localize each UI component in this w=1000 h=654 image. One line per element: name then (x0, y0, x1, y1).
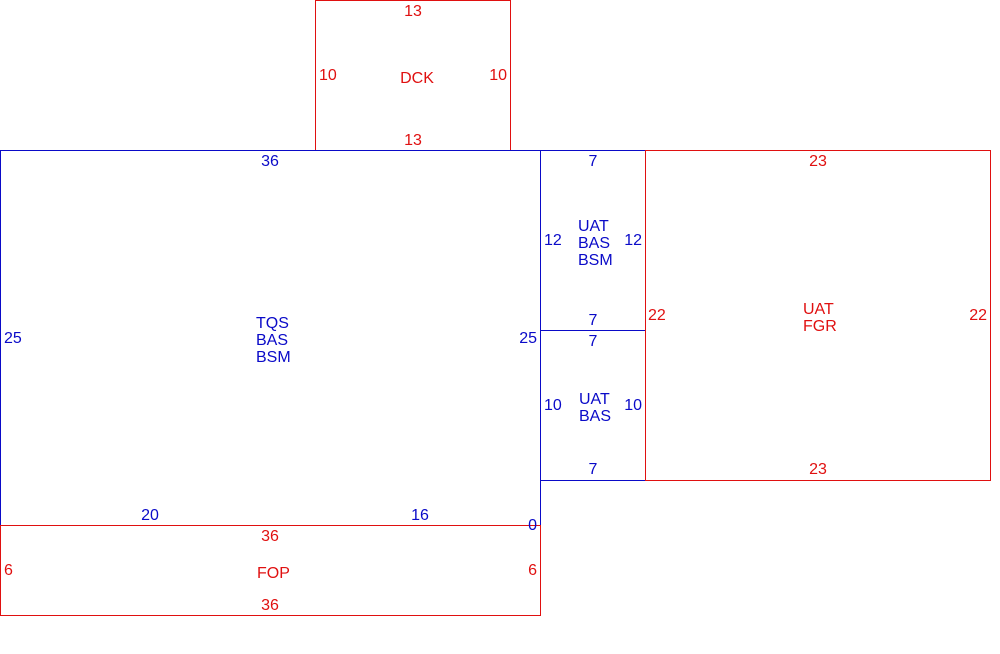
tqs-dim-right: 25 (519, 330, 537, 347)
uat-fgr-dim-right: 22 (969, 307, 987, 324)
tqs-dim-left: 25 (4, 330, 22, 347)
tqs-label-line-3: BSM (256, 349, 291, 366)
fop-dim-right: 6 (528, 562, 537, 579)
uat-fgr-dim-bottom: 23 (809, 461, 827, 478)
uat-bas-bsm-label-line-3: BSM (578, 252, 613, 269)
room-uat-bas: 7 10 10 7 UAT BAS (540, 330, 646, 481)
uat-fgr-dim-left: 22 (648, 307, 666, 324)
fop-label: FOP (257, 565, 290, 582)
uat-bas-bsm-dim-bottom: 7 (589, 312, 598, 329)
tqs-dim-bottom-right: 16 (411, 507, 429, 524)
room-uat-fgr: 23 22 22 23 UAT FGR (645, 150, 991, 481)
uat-fgr-dim-top: 23 (809, 153, 827, 170)
room-uat-bas-bsm: 7 12 12 7 UAT BAS BSM (540, 150, 646, 331)
room-fop: 36 6 6 36 0 FOP (0, 517, 541, 616)
uat-bas-dim-top: 7 (589, 333, 598, 350)
dck-dim-right: 10 (489, 67, 507, 84)
uat-bas-bsm-dim-right: 12 (624, 232, 642, 249)
dck-dim-top: 13 (404, 3, 422, 20)
fop-dim-left: 6 (4, 562, 13, 579)
room-dck: 13 10 10 13 DCK (315, 0, 511, 151)
fop-dim-bottom: 36 (261, 597, 279, 614)
uat-bas-bsm-dim-top: 7 (589, 153, 598, 170)
uat-fgr-label-line-2: FGR (803, 318, 837, 335)
uat-bas-bsm-label-line-2: BAS (578, 235, 610, 252)
uat-bas-label-line-1: UAT (579, 391, 610, 408)
fop-dim-corner: 0 (528, 517, 537, 534)
fop-dim-top: 36 (261, 528, 279, 545)
dck-label: DCK (400, 70, 434, 87)
room-uat-fgr-outline (645, 150, 991, 481)
tqs-dim-top: 36 (261, 153, 279, 170)
tqs-label-line-2: BAS (256, 332, 288, 349)
uat-bas-bsm-dim-left: 12 (544, 232, 562, 249)
dck-dim-bottom: 13 (404, 132, 422, 149)
uat-bas-bsm-label-line-1: UAT (578, 218, 609, 235)
room-tqs: 36 25 25 20 16 TQS BAS BSM (0, 150, 541, 526)
uat-bas-dim-bottom: 7 (589, 461, 598, 478)
uat-bas-label-line-2: BAS (579, 408, 611, 425)
uat-bas-dim-right: 10 (624, 397, 642, 414)
uat-fgr-label-line-1: UAT (803, 301, 834, 318)
uat-bas-dim-left: 10 (544, 397, 562, 414)
tqs-dim-bottom-left: 20 (141, 507, 159, 524)
room-fop-outline (0, 525, 541, 616)
dck-dim-left: 10 (319, 67, 337, 84)
tqs-label-line-1: TQS (256, 315, 289, 332)
